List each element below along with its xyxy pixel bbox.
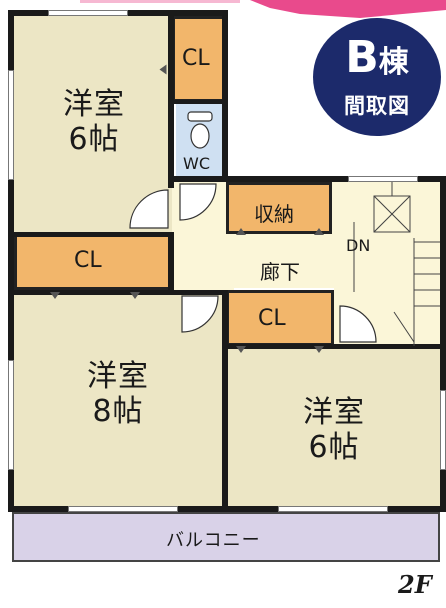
- window-south-1: [68, 506, 178, 512]
- room-se-label: 洋室 6帖: [294, 395, 374, 465]
- window-north: [48, 10, 128, 16]
- room-se-size: 6帖: [308, 429, 360, 465]
- door-room-nw: [129, 189, 169, 229]
- room-nw-name: 洋室: [63, 87, 125, 122]
- building-suffix: 棟: [378, 45, 409, 80]
- badge-title: 間取図: [344, 94, 410, 118]
- door-room-se: [339, 305, 377, 343]
- room-nw-size: 6帖: [68, 121, 120, 157]
- room-nw-label: 洋室 6帖: [54, 87, 134, 157]
- closet-middle-label: CL: [258, 306, 286, 331]
- stairs-label: DN: [346, 236, 371, 255]
- window-west-1: [8, 70, 14, 180]
- hallway-label: 廊下: [260, 260, 300, 284]
- room-se: [228, 348, 440, 506]
- pink-banner: [80, 0, 446, 18]
- window-south-2: [278, 506, 388, 512]
- building-letter: B: [345, 32, 379, 83]
- toilet-icon: [187, 111, 213, 149]
- window-west-2: [8, 360, 14, 470]
- room-sw-size: 8帖: [92, 393, 144, 429]
- storage: [226, 182, 332, 234]
- window-stairs: [348, 176, 418, 182]
- floor-label: 2F: [398, 570, 432, 599]
- room-sw-name: 洋室: [87, 359, 149, 394]
- door-toilet: [179, 183, 217, 221]
- storage-label: 収納: [254, 202, 294, 226]
- room-se-name: 洋室: [303, 395, 365, 430]
- floor-plan: 洋室 6帖 CL WC 収納 廊下 DN CL 洋室 8帖 CL 洋室 6帖 バ…: [8, 10, 446, 566]
- closet-top-label: CL: [182, 46, 210, 71]
- staircase: [353, 182, 440, 346]
- window-east: [440, 390, 446, 470]
- toilet-label: WC: [183, 154, 210, 173]
- building-badge: B棟 間取図: [313, 18, 441, 136]
- closet-west-label: CL: [74, 248, 102, 273]
- balcony: [12, 512, 440, 562]
- room-sw-label: 洋室 8帖: [78, 359, 158, 429]
- door-room-sw: [181, 295, 219, 333]
- balcony-label: バルコニー: [166, 530, 261, 551]
- closet-middle: [226, 290, 334, 346]
